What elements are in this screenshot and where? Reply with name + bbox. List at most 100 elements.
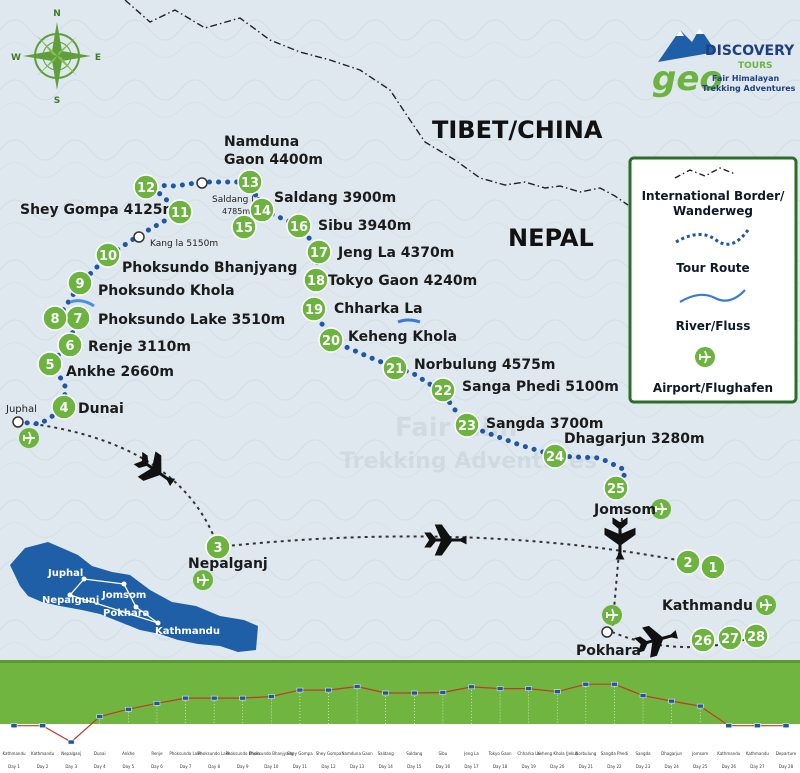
flight-paths (17, 421, 759, 649)
plane-icon (604, 517, 636, 560)
airport-icon (756, 595, 776, 615)
elevation-point (754, 723, 761, 728)
day-marker-11: 11 (167, 199, 193, 225)
day-marker-17: 17 (306, 239, 332, 265)
day-marker-label: 25 (607, 482, 625, 497)
profile-place-label: Sangda (636, 751, 652, 756)
profile-place-label: Kathmandu (2, 751, 26, 756)
legend-route-label: Tour Route (676, 261, 749, 275)
label-jeng-la: Jeng La 4370m (337, 245, 454, 261)
elevation-point (96, 714, 104, 719)
day-marker-10: 10 (95, 242, 121, 268)
profile-place-label: Namduna Gaon (342, 751, 374, 756)
day-marker-8: 8 (42, 305, 68, 331)
logo-discovery: DISCOVERY (705, 43, 795, 59)
logo-tours: TOURS (738, 61, 773, 71)
elevation-point (582, 681, 590, 687)
label-saldang-la-2: 4785m (222, 207, 250, 216)
elevation-point (210, 695, 218, 701)
juphal-dot (12, 416, 24, 428)
legend-river-label: River/Fluss (676, 319, 751, 333)
elevation-line (14, 683, 786, 743)
profile-place-label: Jomsom (691, 751, 708, 756)
chharka-river (397, 318, 421, 324)
airport-icon (193, 570, 213, 590)
day-marker-label: 28 (747, 630, 765, 645)
day-marker-label: 20 (322, 334, 340, 349)
label-phoksundo-khola: Phoksundo Khola (98, 283, 235, 299)
label-kang-la: Kang la 5150m (150, 239, 218, 249)
day-marker-19: 19 (301, 296, 327, 322)
profile-place-label: Tokyo Gaon (488, 751, 512, 756)
day-marker-9: 9 (67, 270, 93, 296)
elevation-point (268, 694, 275, 699)
profile-place-label: Dunai (94, 751, 106, 756)
compass-north: N (53, 9, 61, 19)
label-kathmandu: Kathmandu (662, 598, 753, 614)
profile-place-label: Phoksundo Lake (169, 751, 202, 756)
place-labels: Namduna Gaon 4400m Saldang La 4785m Sald… (5, 134, 753, 659)
profile-day-label: Day 13 (350, 764, 365, 769)
profile-day-label: Day 7 (180, 764, 192, 769)
profile-place-label: Phoksundo Khola (226, 751, 261, 756)
phoksundo-lake-river (69, 299, 95, 308)
label-sanga-phedi: Sanga Phedi 5100m (462, 379, 619, 395)
profile-day-label: Day 23 (636, 764, 651, 769)
day-marker-27: 27 (717, 625, 743, 651)
profile-day-label: Day 12 (321, 764, 336, 769)
elevation-point (525, 686, 532, 691)
profile-day-label: Day 22 (607, 764, 622, 769)
day-marker-label: 19 (305, 303, 323, 318)
day-marker-label: 14 (253, 204, 271, 219)
elevation-point (411, 690, 418, 696)
day-marker-label: 21 (386, 362, 404, 377)
label-phoksundo-lake: Phoksundo Lake 3510m (98, 312, 285, 328)
day-marker-label: 3 (213, 541, 222, 556)
profile-place-label: Nepalganj (61, 751, 81, 756)
elevation-point (10, 723, 18, 728)
elevation-point (668, 698, 675, 704)
label-sangda: Sangda 3700m (486, 416, 603, 432)
profile-place-label: Shey Gompa (316, 751, 342, 756)
label-ankhe: Ankhe 2660m (66, 364, 174, 380)
profile-place-label: Keheng Khola (Jeku) (537, 751, 578, 756)
profile-label-area (0, 724, 800, 773)
label-phoksundo-bhanjyang: Phoksundo Bhanjyang (122, 260, 297, 276)
label-renje: Renje 3110m (88, 339, 191, 355)
day-marker-26: 26 (690, 627, 716, 653)
elevation-point (382, 690, 389, 696)
day-markers: 1 2 3 4 5 6 7 8 9 10 11 12 13 14 15 16 1… (37, 169, 769, 653)
elevation-point (611, 681, 618, 687)
inset-label-pokhara: Pokhara (103, 608, 149, 619)
day-marker-label: 1 (708, 561, 717, 576)
legend-river-line (679, 289, 746, 303)
day-marker-16: 16 (286, 213, 312, 239)
elevation-point (39, 723, 46, 728)
compass-west: W (11, 53, 21, 63)
mountain-logo-icon (658, 28, 716, 62)
day-marker-label: 4 (59, 401, 68, 416)
elevation-point (439, 690, 447, 695)
day-marker-label: 12 (137, 181, 155, 196)
inset-label-kathmandu: Kathmandu (155, 626, 220, 637)
inset-label-nepalgunj: Nepalgunj (42, 595, 99, 606)
day-marker-5: 5 (37, 351, 63, 377)
kang-la-dot (133, 231, 145, 243)
compass-rose-icon: N E S W (11, 9, 101, 106)
profile-day-label: Day 24 (664, 764, 679, 769)
label-dhagarjun: Dhagarjun 3280m (564, 431, 705, 447)
profile-place-label: Renje (151, 751, 163, 756)
day-marker-21: 21 (382, 355, 408, 381)
plane-icon (133, 451, 176, 486)
elevation-point (182, 695, 189, 701)
label-chharka-la: Chharka La (334, 301, 423, 317)
plane-icon (424, 524, 467, 556)
airport-icon (602, 605, 622, 625)
plane-icon (633, 625, 678, 658)
region-tibet: TIBET/CHINA (432, 116, 603, 144)
profile-day-label: Day 5 (123, 764, 135, 769)
airport-icon (651, 499, 671, 519)
plane-icons (133, 451, 678, 658)
profile-place-label: Departure (776, 751, 797, 756)
label-saldang: Saldang 3900m (274, 190, 396, 206)
